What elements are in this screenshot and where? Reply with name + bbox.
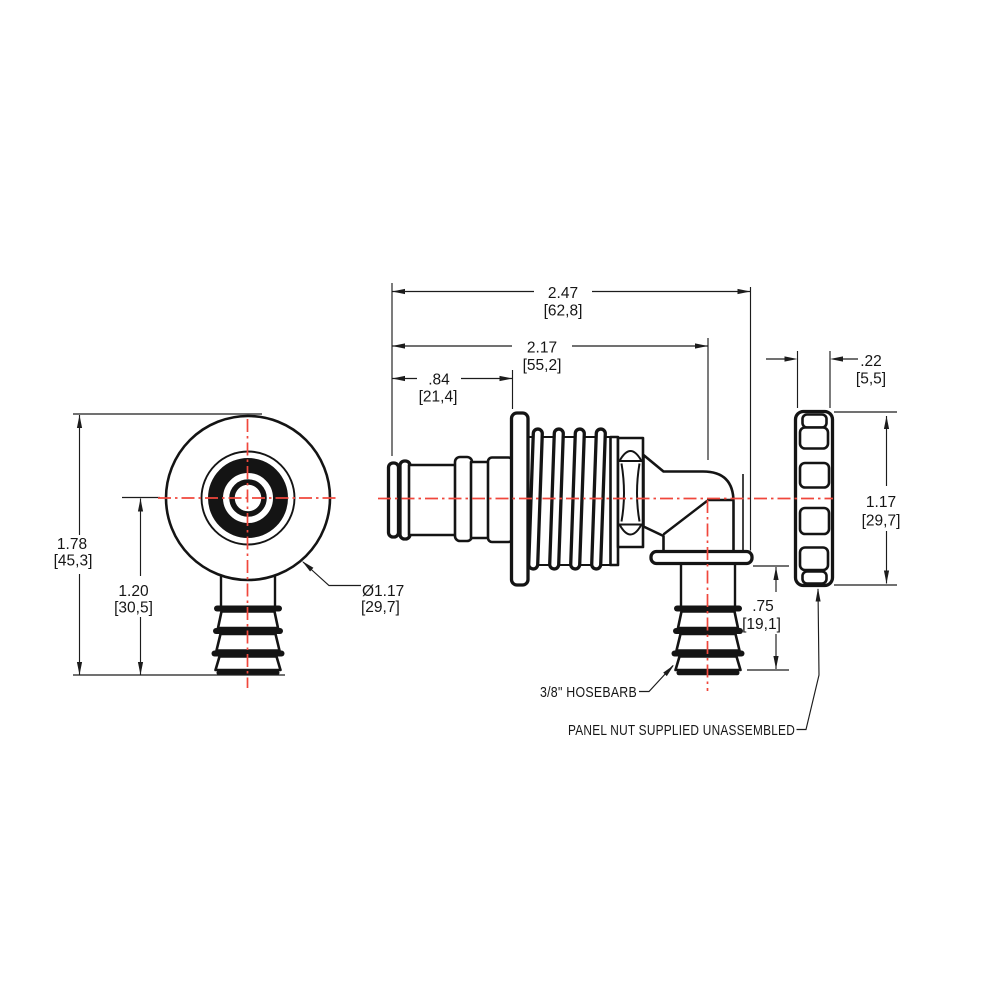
elbow-outline	[642, 453, 735, 553]
dim-center-to-bottom: 1.20 [30,5]	[114, 496, 160, 675]
dim-value: 2.17	[527, 340, 557, 357]
dim-value-mm: [19,1]	[742, 616, 781, 633]
dim-value: 2.47	[548, 285, 578, 302]
dim-value: .22	[860, 353, 882, 370]
barb-segment	[674, 655, 742, 672]
dim-length-to-barb-center: 2.17 [55,2]	[392, 338, 709, 460]
hex-bottom-arc	[618, 524, 643, 536]
hex-nut-section	[616, 436, 645, 549]
stem-end-cap	[386, 461, 401, 539]
arrowhead	[773, 656, 779, 669]
stem-cylinder	[407, 463, 458, 537]
stem-shoulder	[486, 456, 514, 544]
callout-panel-nut: PANEL NUT SUPPLIED UNASSEMBLED	[568, 588, 821, 739]
arrowhead	[499, 375, 513, 382]
knurl-notch	[798, 426, 830, 450]
arrowhead	[883, 416, 890, 429]
panel-nut-view	[793, 409, 835, 588]
hose-barb-label: 3/8" HOSEBARB	[540, 684, 637, 701]
hex-face-arcs	[620, 463, 641, 522]
barb-neck	[219, 574, 277, 608]
arrowhead	[392, 288, 405, 295]
dim-overall-length: 2.47 [62,8]	[391, 283, 752, 551]
elbow-body	[642, 453, 744, 553]
arrowhead	[883, 570, 890, 584]
panel-flange-plate	[649, 549, 754, 566]
centerlines	[158, 419, 833, 691]
callout-hose-barb: 3/8" HOSEBARB	[540, 665, 674, 701]
knurl-notch	[798, 506, 831, 536]
arrowhead	[76, 662, 83, 675]
arrowhead	[137, 662, 144, 675]
side-view	[386, 411, 754, 676]
hex-body	[616, 436, 645, 549]
knurl-notch	[798, 546, 830, 572]
knurl-notch	[798, 461, 831, 489]
arrowhead	[815, 588, 821, 602]
dim-value-mm: [62,8]	[544, 303, 583, 320]
dim-value-mm: [5,5]	[856, 371, 886, 388]
dim-overall-height: 1.78 [45,3]	[54, 413, 285, 676]
dim-value-mm: [29,7]	[862, 513, 901, 530]
dim-flange-diameter: Ø1.17 [29,7]	[302, 561, 404, 616]
dim-value-mm: [29,7]	[361, 599, 400, 616]
dim-value-mm: [45,3]	[54, 553, 93, 570]
arrowhead	[392, 375, 405, 382]
arrowhead	[773, 567, 779, 580]
knurl-notch	[801, 413, 828, 429]
dim-value: .84	[428, 372, 450, 389]
dim-value: 1.78	[57, 536, 87, 553]
dim-value: .75	[752, 598, 774, 615]
dim-value-mm: [55,2]	[523, 357, 562, 374]
dim-value: Ø1.17	[362, 583, 404, 600]
arrowhead	[830, 356, 843, 362]
arrowhead	[737, 288, 751, 295]
elbow-miter-line	[662, 499, 709, 536]
arrowhead	[76, 415, 83, 428]
arrowhead	[663, 665, 674, 677]
hex-chamfer-lines	[618, 460, 643, 526]
arrowhead	[392, 343, 405, 349]
arrowhead	[784, 356, 798, 362]
panel-nut-label: PANEL NUT SUPPLIED UNASSEMBLED	[568, 722, 795, 739]
stem-groove	[469, 460, 491, 540]
dim-value: 1.20	[118, 583, 149, 600]
hex-top-arc	[618, 450, 643, 462]
arrowhead	[302, 561, 314, 572]
dim-value-mm: [30,5]	[114, 600, 153, 617]
arrowhead	[695, 343, 708, 349]
barb-neck	[679, 562, 737, 608]
dim-value-mm: [21,4]	[419, 389, 458, 406]
dim-value: 1.17	[866, 494, 896, 511]
knurl-notch	[801, 570, 828, 585]
dim-barb-length: .75 [19,1]	[742, 565, 789, 671]
dim-stem-length: .84 [21,4]	[392, 370, 514, 409]
arrowhead	[137, 498, 144, 512]
dim-nut-thickness: .22 [5,5]	[766, 351, 886, 408]
dim-nut-height: 1.17 [29,7]	[834, 411, 901, 586]
